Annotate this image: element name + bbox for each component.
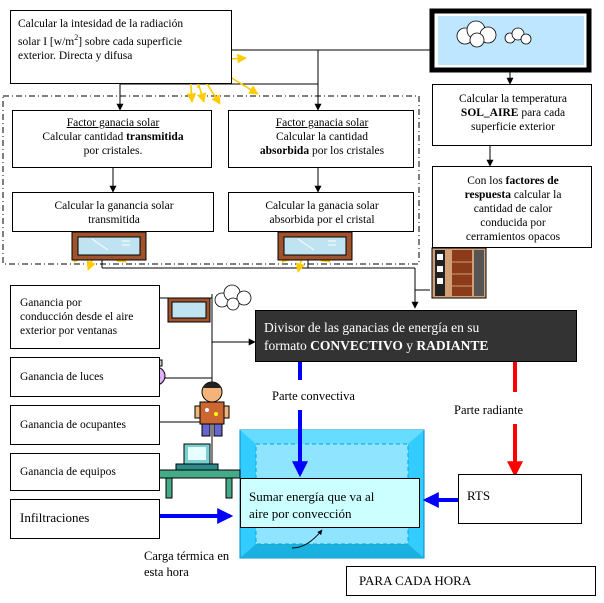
window-icon-absorbida	[277, 231, 353, 261]
solar-radiation-line-1: Calcular la intesidad de la radiación	[18, 18, 184, 30]
parte-convectiva-label: Parte convectiva	[272, 389, 355, 403]
carga-termica-label: Carga térmica en esta hora	[144, 549, 230, 579]
wall-section-icon	[431, 247, 487, 299]
solar-radiation-line-2: solar I [w/m2] sobre cada superficie	[18, 33, 182, 48]
computer-equipment-icon	[155, 443, 241, 499]
ganancia-transmitida-box: Calcular la ganancia solar transmitida	[12, 192, 214, 232]
para-cada-hora-box: PARA CADA HORA	[346, 566, 596, 596]
infiltraciones-box: Infiltraciones	[10, 499, 160, 539]
factor-transmitida-title: Factor ganacia solar	[66, 117, 160, 129]
ganancia-absorbida-box: Calcular la ganacia solar absorbida por …	[228, 192, 414, 232]
luces-box: Ganancia de luces	[10, 357, 160, 397]
ocupantes-box: Ganancia de ocupantes	[10, 405, 160, 445]
sol-aire-box: Calcular la temperatura SOL_AIRE para ca…	[432, 84, 592, 146]
solar-radiation-box: Calcular la intesidad de la radiación so…	[10, 10, 232, 84]
window-icon-transmitida	[71, 231, 147, 261]
equipos-box: Ganancia de equipos	[10, 453, 160, 491]
sumar-box: Sumar energía que va al aire por convecc…	[240, 478, 420, 528]
window-cloud-icon	[167, 284, 252, 323]
convective-arrows	[160, 362, 458, 524]
respuesta-box: Con los factores de respuesta calcular l…	[432, 166, 592, 248]
rts-box: RTS	[458, 474, 582, 524]
sky-cloud-icon	[429, 8, 592, 73]
solar-radiation-line-3: exterior. Directa y difusa	[18, 49, 133, 62]
factor-transmitida-box: Factor ganacia solar Calcular cantidad t…	[12, 110, 212, 168]
carga-pointer-arrow	[291, 529, 323, 549]
solar-factors-group	[2, 95, 420, 265]
conduccion-box: Ganancia por conducción desde el aire ex…	[10, 285, 160, 349]
divisor-box: Divisor de las ganacias de energía en su…	[255, 310, 577, 362]
occupant-icon	[194, 381, 230, 437]
parte-radiante-label: Parte radiante	[454, 403, 524, 417]
factor-absorbida-title: Factor ganacia solar	[275, 117, 369, 129]
factor-absorbida-box: Factor ganacia solar Calcular la cantida…	[228, 110, 414, 168]
